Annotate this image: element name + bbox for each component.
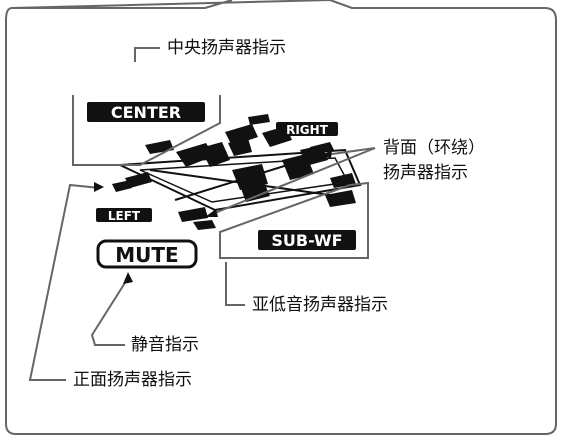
rear-surround-label-line1: 背面（环绕） (383, 138, 485, 158)
left-badge-bg (96, 208, 152, 222)
outer-frame (5, 0, 557, 435)
leader-arrowheads (94, 150, 332, 284)
right-badge: RIGHT (286, 123, 329, 137)
mute-badge-frame (96, 239, 198, 269)
subwoofer-label: 亚低音扬声器指示 (252, 295, 388, 315)
center-badge-bg (87, 102, 205, 122)
leader-lines (28, 147, 376, 381)
subwf-badge-bg (258, 230, 356, 250)
front-speaker-label: 正面扬声器指示 (73, 370, 192, 390)
subwf-callout-box (219, 181, 369, 259)
right-badge-bg (276, 122, 338, 136)
center-badge: CENTER (111, 103, 181, 122)
subwf-badge: SUB-WF (271, 231, 342, 250)
mute-label: 静音指示 (131, 335, 199, 355)
center-callout-box (72, 47, 221, 166)
rear-surround-label-line2: 扬声器指示 (383, 163, 468, 183)
left-badge: LEFT (108, 209, 141, 223)
speaker-segments (112, 114, 356, 230)
mute-badge: MUTE (115, 243, 178, 267)
center-speaker-label: 中央扬声器指示 (167, 38, 286, 58)
